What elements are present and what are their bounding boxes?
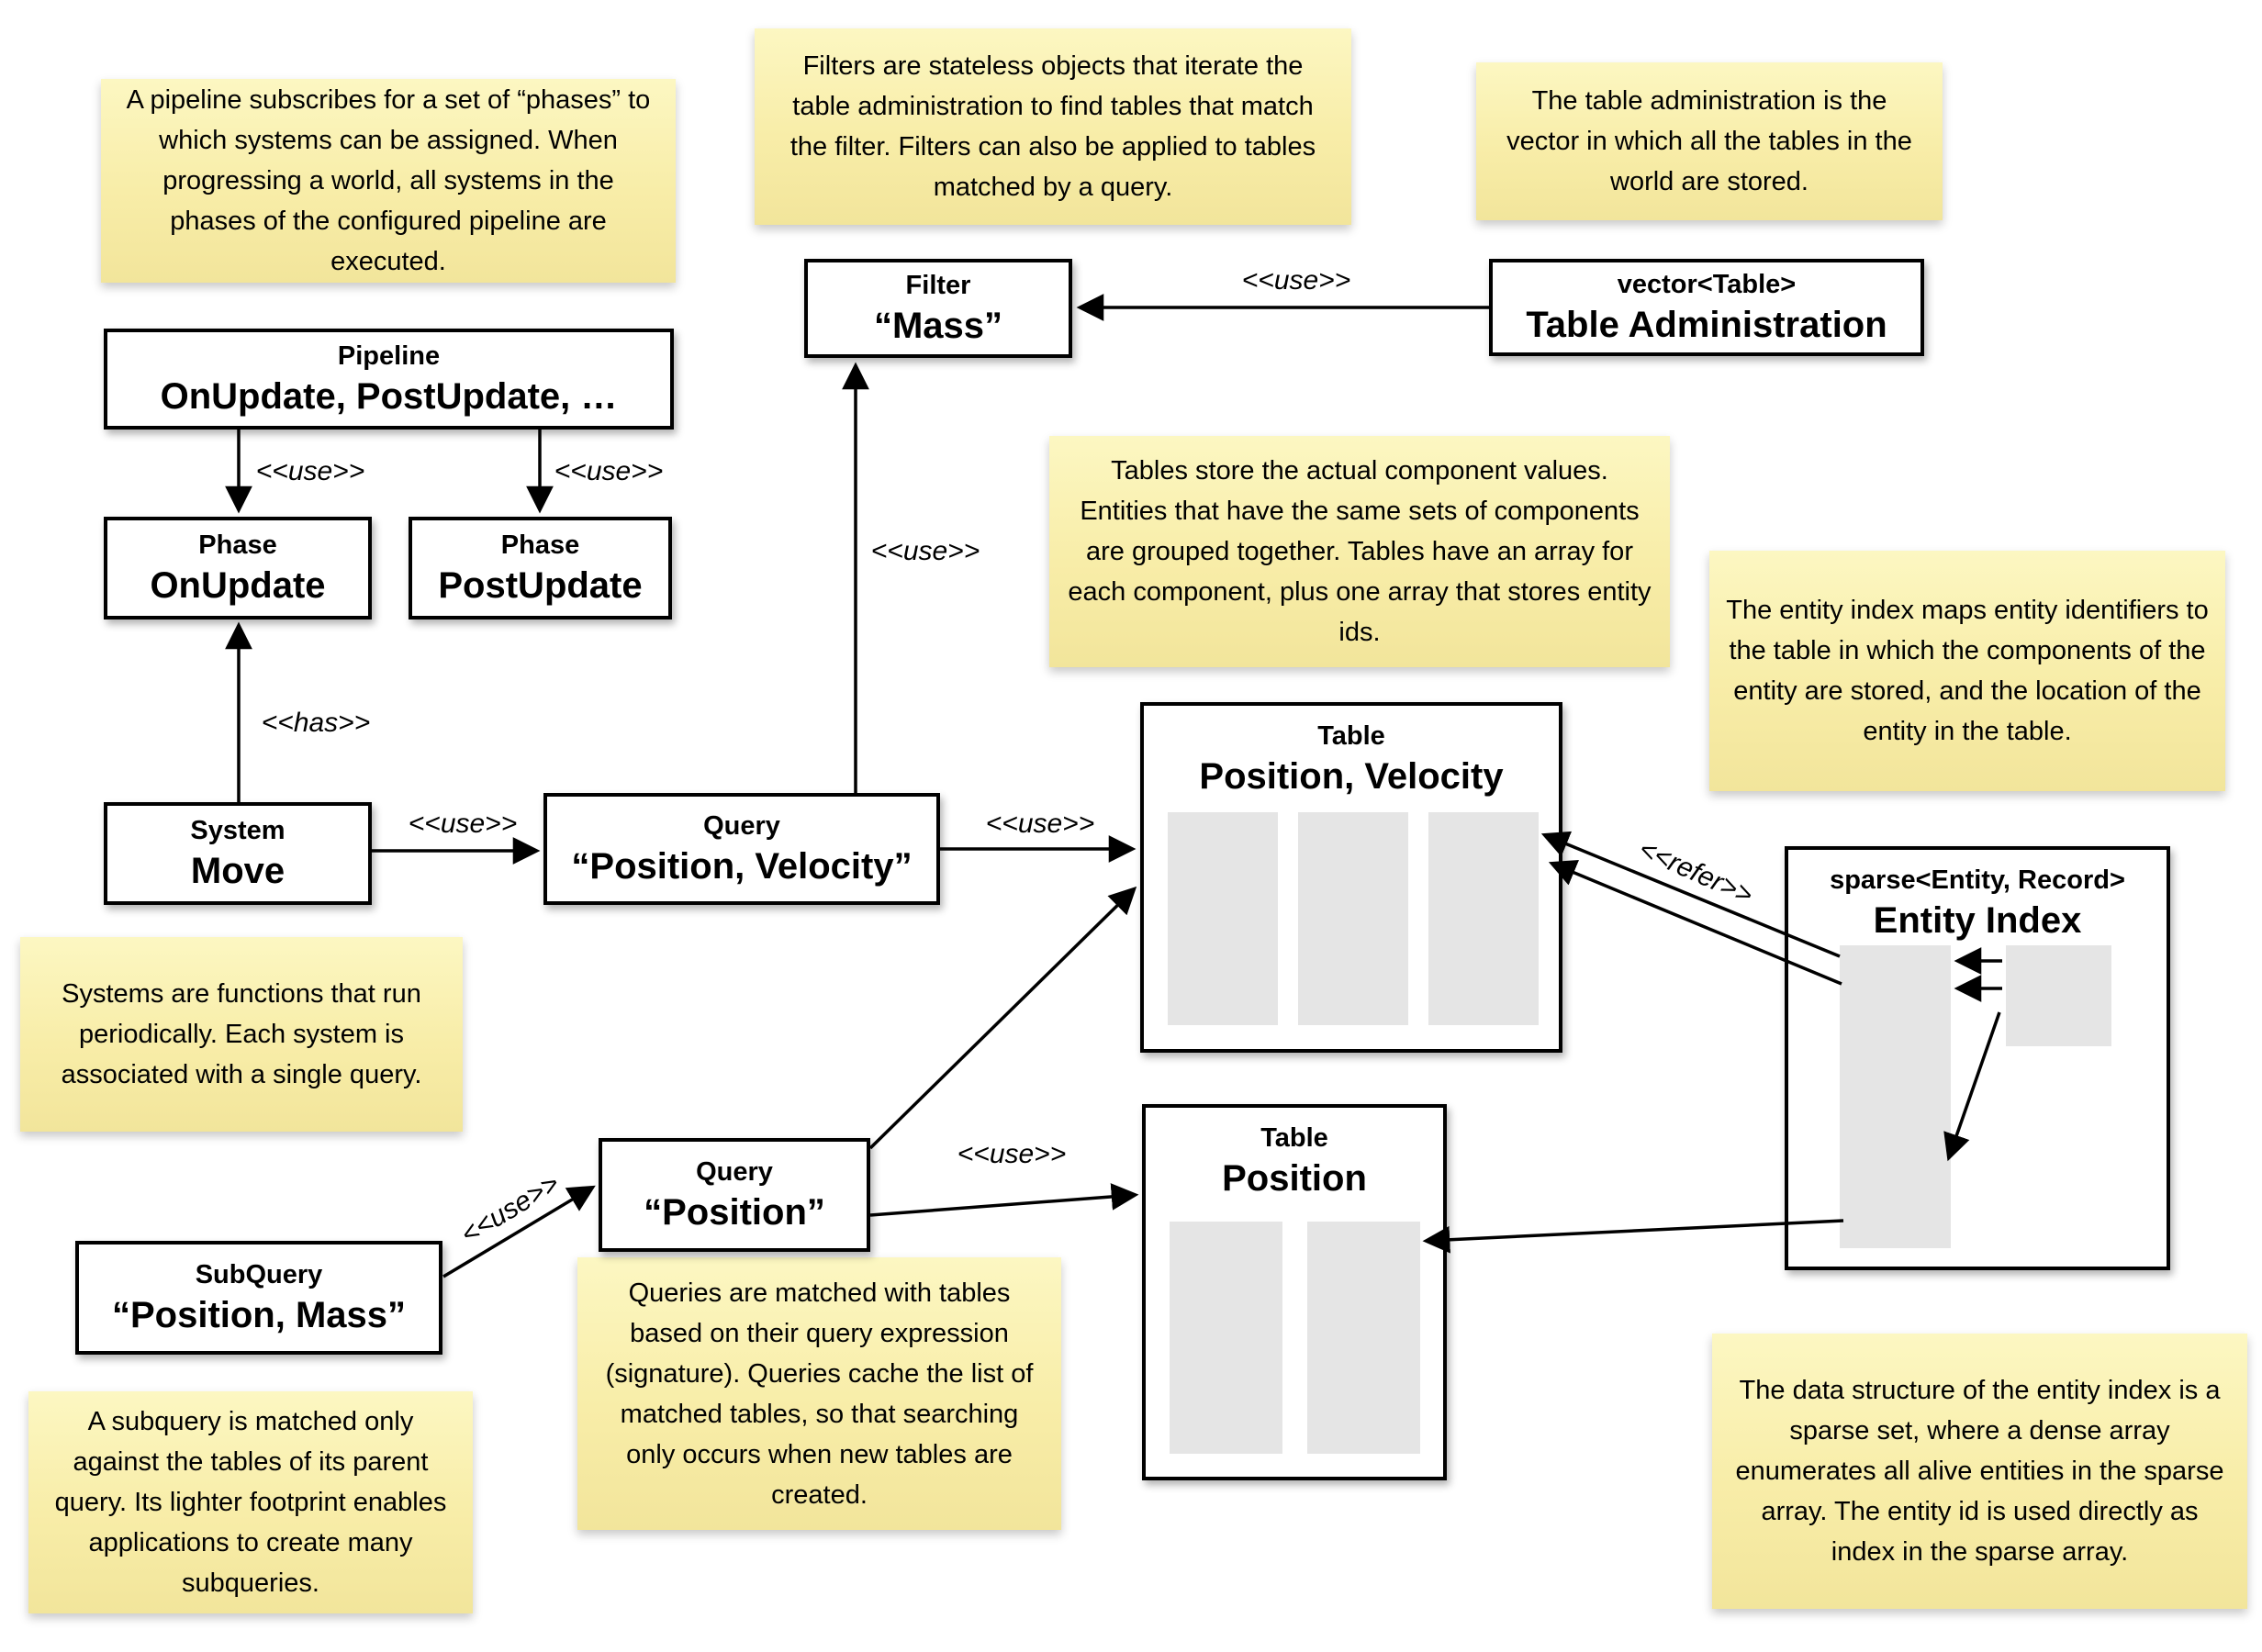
- box-filter-mass-stereotype: Filter: [905, 271, 971, 300]
- edge-label-use: <<use>>: [870, 536, 980, 566]
- box-table-position-velocity-name: Position, Velocity: [1199, 756, 1504, 797]
- box-phase-onupdate: Phase OnUpdate: [104, 517, 372, 620]
- box-subquery-name: “Position, Mass”: [111, 1295, 407, 1335]
- box-phase-postupdate: Phase PostUpdate: [409, 517, 672, 620]
- box-table-administration-name: Table Administration: [1526, 305, 1887, 345]
- box-query-position-velocity-stereotype: Query: [703, 811, 780, 841]
- edge-label-use: <<use>>: [985, 809, 1095, 839]
- box-phase-onupdate-stereotype: Phase: [198, 530, 277, 560]
- box-system-move-name: Move: [190, 851, 286, 891]
- box-table-administration-stereotype: vector<Table>: [1617, 270, 1797, 299]
- edge-label-use: <<use>>: [957, 1139, 1067, 1169]
- box-entity-index-stereotype: sparse<Entity, Record>: [1830, 865, 2125, 895]
- component-array: [1298, 812, 1408, 1025]
- component-array: [1170, 1222, 1282, 1454]
- box-system-move: System Move: [104, 802, 372, 905]
- sparse-array: [1840, 945, 1951, 1248]
- box-filter-mass: Filter “Mass”: [804, 259, 1072, 358]
- edge-query-pos-to-table-pos: [869, 1183, 1139, 1217]
- edge-label-use: <<use>>: [455, 1167, 566, 1251]
- box-query-position-velocity-name: “Position, Velocity”: [571, 846, 913, 887]
- box-query-position-name: “Position”: [644, 1192, 825, 1233]
- box-query-position-velocity: Query “Position, Velocity”: [543, 793, 940, 905]
- edge-label-use: <<use>>: [554, 456, 664, 486]
- box-subquery: SubQuery “Position, Mass”: [75, 1241, 442, 1355]
- box-query-position: Query “Position”: [599, 1138, 870, 1252]
- box-table-administration: vector<Table> Table Administration: [1489, 259, 1924, 356]
- box-subquery-stereotype: SubQuery: [195, 1260, 323, 1289]
- edge-label-use: <<use>>: [1241, 265, 1351, 296]
- edge-label-use: <<use>>: [408, 809, 518, 839]
- note-tables: Tables store the actual component values…: [1049, 436, 1670, 667]
- edge-entity-index-to-table-pos: [1422, 1219, 1844, 1254]
- note-pipeline: A pipeline subscribes for a set of “phas…: [101, 79, 676, 283]
- component-array: [1428, 812, 1539, 1025]
- note-table-administration: The table administration is the vector i…: [1476, 62, 1943, 220]
- component-array: [1168, 812, 1278, 1025]
- box-entity-index: sparse<Entity, Record> Entity Index: [1785, 846, 2170, 1270]
- box-phase-onupdate-name: OnUpdate: [150, 565, 326, 606]
- dense-array: [2006, 945, 2111, 1046]
- box-pipeline: Pipeline OnUpdate, PostUpdate, …: [104, 329, 674, 430]
- note-filters: Filters are stateless objects that itera…: [755, 28, 1351, 225]
- box-system-move-stereotype: System: [190, 816, 286, 845]
- box-table-position-velocity-stereotype: Table: [1317, 721, 1385, 751]
- edge-label-refer: <<refer>>: [1634, 833, 1758, 911]
- box-entity-index-name: Entity Index: [1873, 900, 2082, 941]
- note-subquery: A subquery is matched only against the t…: [28, 1391, 473, 1613]
- box-filter-mass-name: “Mass”: [873, 306, 1003, 346]
- edge-label-has: <<has>>: [261, 708, 371, 738]
- box-phase-postupdate-name: PostUpdate: [438, 565, 643, 606]
- box-pipeline-name: OnUpdate, PostUpdate, …: [160, 376, 618, 417]
- box-table-position-velocity: Table Position, Velocity: [1140, 702, 1562, 1053]
- box-table-position-name: Position: [1222, 1158, 1367, 1199]
- edge-label-use: <<use>>: [255, 456, 365, 486]
- note-systems: Systems are functions that run periodica…: [20, 937, 463, 1132]
- note-sparse-set: The data structure of the entity index i…: [1712, 1334, 2247, 1609]
- box-table-position: Table Position: [1142, 1104, 1447, 1480]
- box-table-position-stereotype: Table: [1260, 1123, 1328, 1153]
- note-queries: Queries are matched with tables based on…: [577, 1257, 1061, 1530]
- box-pipeline-stereotype: Pipeline: [337, 341, 441, 371]
- component-array: [1307, 1222, 1420, 1454]
- edge-query-pos-to-table-pv: [868, 886, 1137, 1150]
- box-query-position-stereotype: Query: [696, 1157, 773, 1187]
- note-entity-index: The entity index maps entity identifiers…: [1709, 551, 2225, 791]
- box-phase-postupdate-stereotype: Phase: [500, 530, 580, 560]
